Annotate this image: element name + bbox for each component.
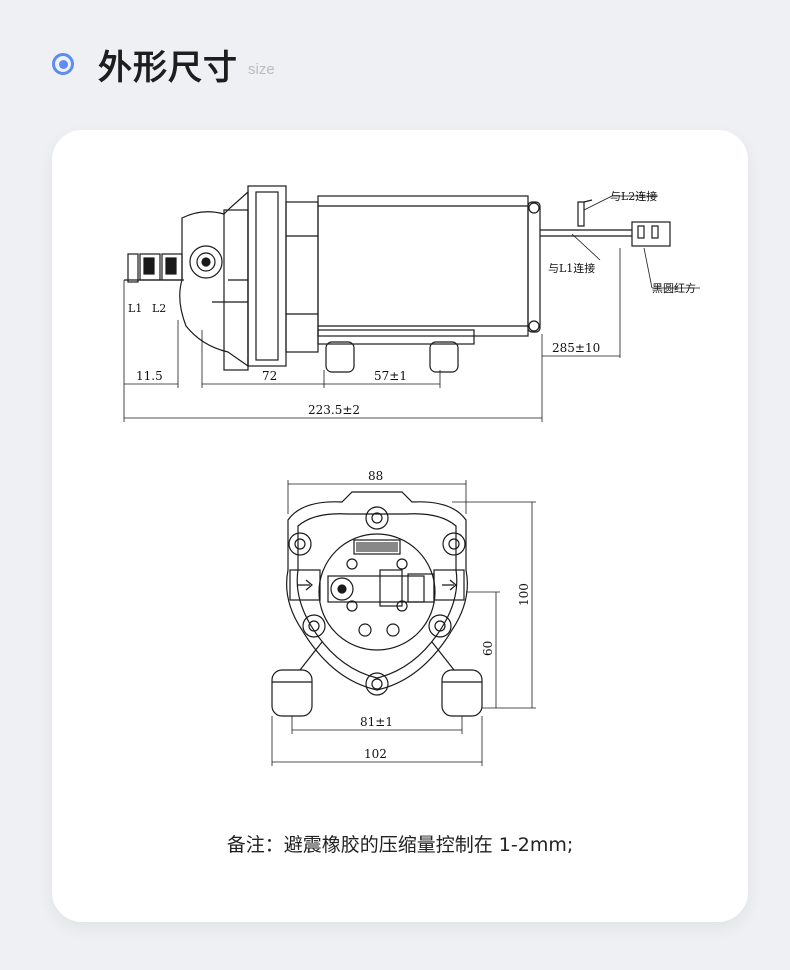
label-l2-connect: 与L2连接	[610, 190, 657, 203]
label-black-round-red-square: 黑圆红方	[652, 281, 696, 295]
label-l2: L2	[152, 302, 166, 315]
dim-100: 100	[517, 583, 531, 606]
remark-note: 备注：避震橡胶的压缩量控制在 1-2mm;	[226, 834, 574, 856]
dim-57: 57±1	[374, 369, 407, 383]
section-header: 外形尺寸 size	[52, 42, 275, 88]
radio-dot-icon	[52, 53, 74, 75]
dim-11-5: 11.5	[136, 369, 163, 383]
label-l1: L1	[128, 302, 142, 315]
side-view	[123, 185, 700, 422]
dim-102: 102	[364, 747, 387, 761]
dim-81: 81±1	[360, 715, 393, 729]
dim-285: 285±10	[552, 341, 600, 355]
section-title: 外形尺寸	[98, 47, 238, 88]
label-l1-connect: 与L1连接	[548, 262, 595, 275]
dimension-card: L1 L2 与L2连接 与L1连接 黑圆红方 11.5 72 57±1 285±…	[52, 130, 748, 922]
dim-60: 60	[481, 641, 495, 656]
dim-223-5: 223.5±2	[308, 403, 360, 417]
dim-72: 72	[262, 369, 277, 383]
dim-88: 88	[368, 469, 383, 483]
section-subtitle: size	[248, 60, 275, 78]
front-view	[271, 480, 536, 766]
technical-drawing: L1 L2 与L2连接 与L1连接 黑圆红方 11.5 72 57±1 285±…	[123, 185, 700, 766]
